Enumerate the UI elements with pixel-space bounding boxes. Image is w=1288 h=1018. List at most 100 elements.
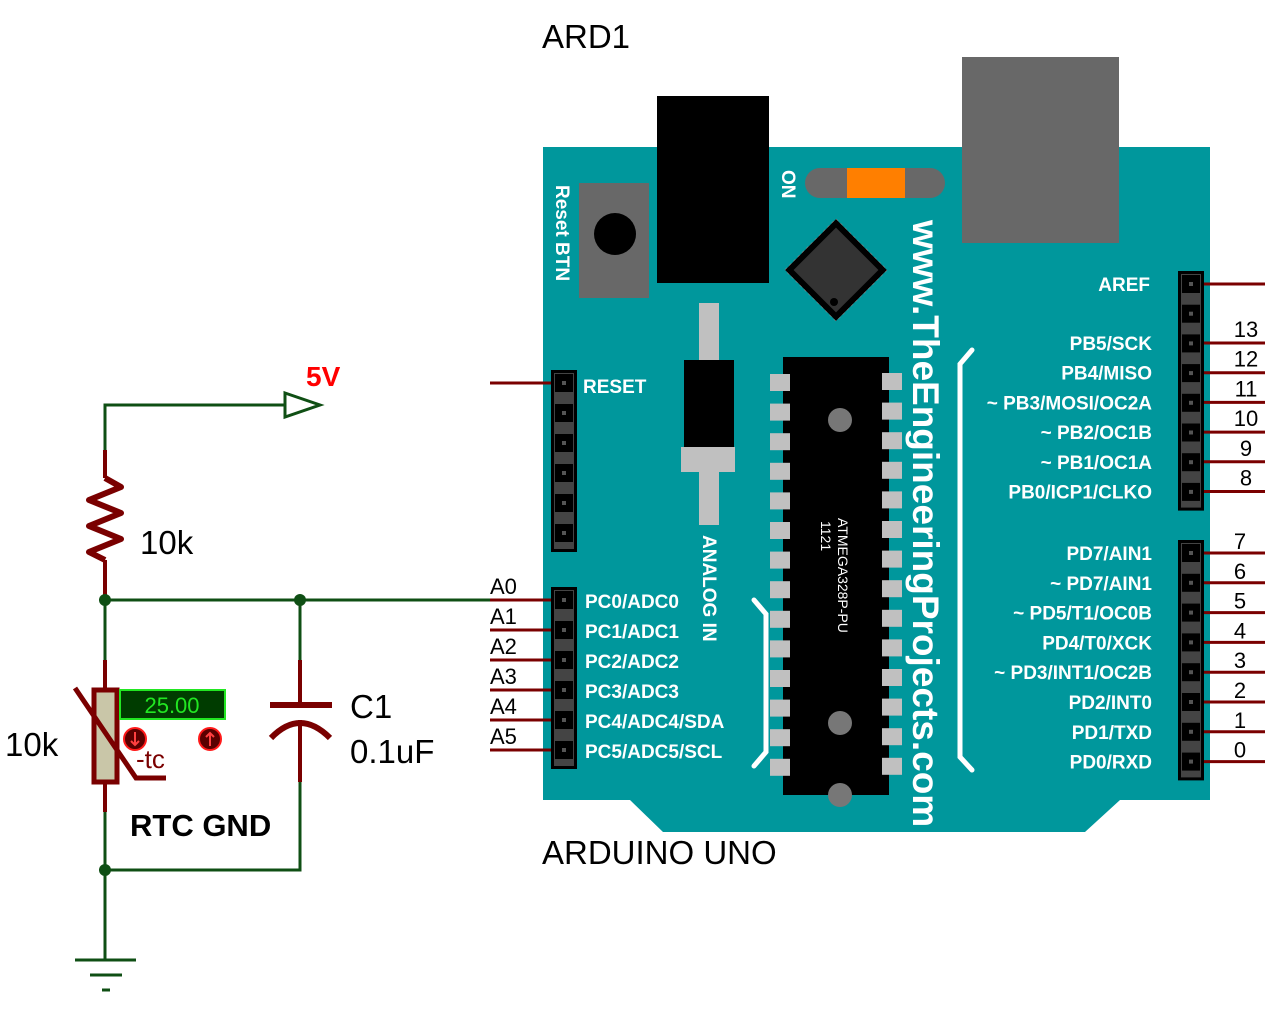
digital-pin-number: 0 <box>1234 738 1246 763</box>
analog-pin-labels: A0PC0/ADC0A1PC1/ADC1A2PC2/ADC2A3PC3/ADC3… <box>490 574 725 763</box>
chip-pin <box>770 522 790 539</box>
power-arrow-icon <box>283 390 325 420</box>
digital-pin-number: 8 <box>1240 466 1252 491</box>
chip-pin <box>770 758 790 776</box>
on-label: ON <box>777 170 798 199</box>
reset-button[interactable] <box>579 183 649 298</box>
digital-pin-label: PB5/SCK <box>1070 334 1153 355</box>
chip-pin <box>882 757 902 775</box>
digital-pin-label: ~ PD5/T1/OC0B <box>1013 604 1152 625</box>
power-header <box>551 370 577 552</box>
digital-pin-number: 10 <box>1234 406 1258 431</box>
digital-pin-label: PB0/ICP1/CLKO <box>1008 483 1152 504</box>
chip-pin <box>882 639 902 657</box>
analog-pin-label: PC1/ADC1 <box>585 622 679 643</box>
analog-net-label: A3 <box>490 664 517 689</box>
chip-pin <box>770 640 790 658</box>
chip-pin <box>770 492 790 510</box>
digital-pin-number: 12 <box>1234 347 1258 372</box>
capacitor-name: C1 <box>350 688 392 725</box>
reset-button-cap <box>594 213 636 255</box>
arduino-board[interactable]: Reset BTN ON ANALOG IN www.TheEngineerin… <box>490 57 1265 832</box>
chip-pin <box>882 728 902 746</box>
reset-button-label: Reset BTN <box>551 185 572 281</box>
chip-pin <box>882 432 902 450</box>
chip-pin <box>882 373 902 390</box>
chip-date-code: 1121 <box>818 521 834 551</box>
temperature-increase-button[interactable] <box>198 727 222 751</box>
chip-pin <box>770 581 790 599</box>
chip-dot <box>830 298 838 306</box>
analog-net-label: A2 <box>490 634 517 659</box>
digital-low-header <box>1178 540 1204 781</box>
digital-pin-number: 13 <box>1234 317 1258 342</box>
ground-label: RTC GND <box>130 808 271 843</box>
capacitor-value: 0.1uF <box>350 733 434 770</box>
analog-net-label: A0 <box>490 574 517 599</box>
chip-pin <box>770 670 790 687</box>
digital-pin-number: 4 <box>1234 618 1246 643</box>
resistor-value: 10k <box>140 524 194 561</box>
chip-pin <box>770 610 790 628</box>
digital-pin-label: PD0/RXD <box>1070 753 1152 774</box>
digital-pin-number: 5 <box>1234 589 1246 614</box>
analog-in-label: ANALOG IN <box>698 535 719 642</box>
chip-pin <box>882 491 902 509</box>
usb-connector <box>962 57 1119 243</box>
thermistor[interactable]: 10k -tc 25.00 <box>5 660 226 812</box>
digital-pin-number: 2 <box>1234 678 1246 703</box>
digital-pin-number: 3 <box>1234 648 1246 673</box>
digital-pin-label: PD1/TXD <box>1072 723 1152 744</box>
aref-label: AREF <box>1098 275 1150 296</box>
power-terminal[interactable]: 5V <box>103 361 341 452</box>
smd-chip-icon <box>784 218 888 322</box>
capacitor[interactable]: C1 0.1uF <box>268 660 434 782</box>
on-led <box>847 168 905 198</box>
thermistor-value: 10k <box>5 726 59 763</box>
power-label: 5V <box>306 361 341 392</box>
arduino-reference: ARD1 <box>542 18 630 55</box>
digital-high-header <box>1178 271 1265 511</box>
chip-pin <box>770 729 790 747</box>
chip-pin <box>770 374 790 391</box>
signal-net <box>99 594 490 688</box>
atmega-chip: 1121 ATMEGA328P-PU <box>770 357 902 807</box>
analog-pin-label: PC2/ADC2 <box>585 652 679 673</box>
resistor[interactable]: 10k <box>86 450 194 600</box>
digital-pin-number: 1 <box>1234 708 1246 733</box>
analog-header <box>551 587 577 769</box>
reset-pin-label: RESET <box>583 377 647 398</box>
chip-pin <box>882 550 902 568</box>
digital-pin-label: PD7/AIN1 <box>1066 544 1152 565</box>
digital-pin-label: ~ PB1/OC1A <box>1041 453 1153 474</box>
analog-pin-label: PC0/ADC0 <box>585 592 679 613</box>
digital-pin-label: PB4/MISO <box>1061 364 1152 385</box>
analog-net-label: A5 <box>490 724 517 749</box>
digital-pin-label: ~ PD7/AIN1 <box>1050 574 1152 595</box>
ground-net: RTC GND <box>75 782 302 992</box>
chip-pin <box>770 403 790 421</box>
chip-pin <box>770 433 790 451</box>
chip-pin <box>770 462 790 480</box>
power-jack <box>657 96 769 283</box>
digital-pin-label: PD2/INT0 <box>1069 693 1152 714</box>
chip-pin <box>770 551 790 569</box>
digital-pin-number: 7 <box>1234 529 1246 554</box>
digital-pin-number: 11 <box>1235 376 1258 401</box>
temperature-decrease-button[interactable] <box>123 727 147 751</box>
regulator-component <box>681 303 735 525</box>
chip-part-number: ATMEGA328P-PU <box>835 518 851 633</box>
analog-net-label: A4 <box>490 694 517 719</box>
analog-pin-label: PC4/ADC4/SDA <box>585 712 725 733</box>
digital-pin-label: PD4/T0/XCK <box>1042 633 1152 654</box>
thermistor-slash <box>72 686 166 781</box>
chip-pins <box>770 373 902 776</box>
analog-pin-label: PC5/ADC5/SCL <box>585 742 723 763</box>
digital-pin-number: 9 <box>1240 436 1252 461</box>
digital-pin-label: ~ PB2/OC1B <box>1041 423 1152 444</box>
resistor-zigzag-icon <box>86 475 124 563</box>
analog-net-label: A1 <box>490 604 517 629</box>
